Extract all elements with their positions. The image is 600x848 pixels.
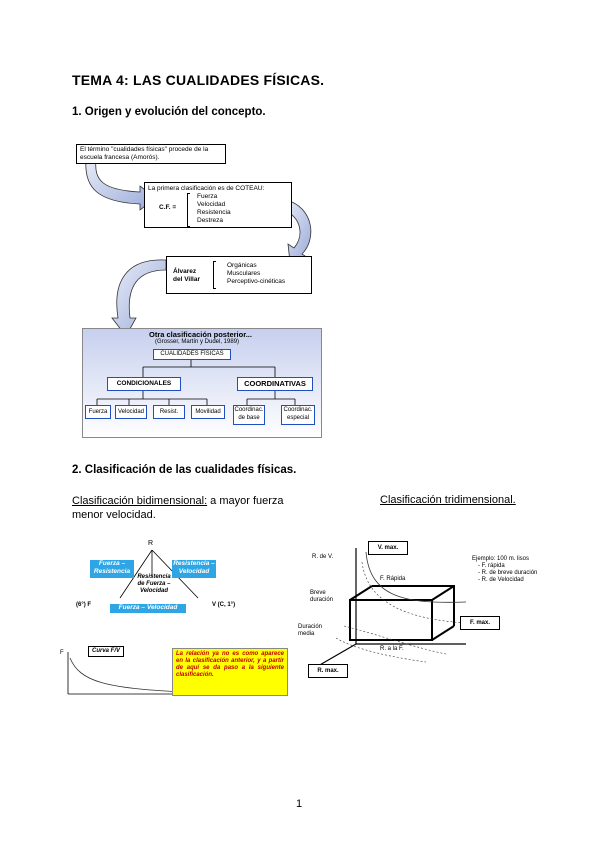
coteau-intro: La primera clasificación es de COTEAU: [148,185,265,192]
cond-item: Movilidad [191,405,225,419]
cf-label: C.F. = [159,204,177,211]
coordinativas-box: COORDINATIVAS [237,377,313,391]
origin-box-4: Otra clasificación posterior... (Grosser… [82,328,322,438]
diagram-arrows [85,159,312,337]
origin-box-3: Álvarez del Villar Orgánicas Musculares … [166,256,312,294]
example-title: Ejemplo: 100 m. lisos [472,556,530,562]
box4-title: Otra clasificación posterior... [149,330,252,339]
r-de-v-label: R. de V. [312,554,334,560]
r-vertex: R [148,540,154,547]
curved-arrow-1 [85,159,157,211]
r-max-box: R. max. [308,664,348,678]
fuerza-velocidad-box: Fuerza – Velocidad [110,604,186,613]
coord-item: Coordinac. de base [233,405,265,425]
tridimensional-title: Clasificación tridimensional. [380,494,516,506]
v-max-box: V. max. [368,541,408,555]
fv-curve-chart [67,652,184,695]
curved-arrow-3 [111,259,167,337]
cond-item: Resist. [153,405,185,419]
brace [187,193,190,227]
coteau-item: Resistencia [197,209,231,216]
f-max-box: F. max. [460,616,500,630]
box4-source: (Grosser, Martín y Dudel, 1989) [155,339,240,345]
r-a-la-f-label: R. a la F. [380,646,404,652]
page-title: TEMA 4: LAS CUALIDADES FÍSICAS. [72,72,325,88]
coteau-item: Velocidad [197,201,226,208]
tridimensional-diagram: V. max. R. de V. F. Rápida Breve duració… [296,538,566,686]
example-item: R. de Velocidad [472,577,564,584]
origin-diagram: El término "cualidades físicas" procede … [76,132,322,438]
f-rapida-label: F. Rápida [380,576,406,582]
example-box: Ejemplo: 100 m. lisos F. rápida R. de br… [472,556,564,584]
coord-item: Coordinac. especial [281,405,315,425]
example-item: R. de breve duración [472,570,564,577]
resistencia-velocidad-box: Resistencia – Velocidad [172,560,216,578]
coteau-item: Destreza [197,217,224,224]
f-axis-label: F [60,650,64,656]
note-box: La relación ya no es como aparece en la … [172,648,288,696]
bidimensional-heading: Clasificación bidimensional: a mayor fue… [72,494,302,522]
example-item: F. rápida [472,563,564,570]
bidimensional-title: Clasificación bidimensional: [72,495,208,507]
condicionales-box: CONDICIONALES [107,377,181,391]
f-vertex: (6°) F [76,602,92,608]
alvarez-item: Musculares [227,270,261,277]
cond-item: Velocidad [115,405,147,419]
section-1-heading: 1. Origen y evolución del concepto. [72,106,266,118]
duracion-media-label: Duración media [298,624,323,637]
brace [213,261,216,289]
curva-fv-label: Curva F/V [88,646,124,657]
bidimensional-diagram: R Fuerza – Resistencia Resistencia – Vel… [60,536,288,696]
section-2-heading: 2. Clasificación de las cualidades físic… [72,464,297,476]
alvarez-item: Perceptivo-cinéticas [227,278,286,285]
breve-duracion-label: Breve duración [310,590,334,603]
root-cualidades: CUALIDADES FÍSICAS [153,349,231,360]
alvarez-label: Álvarez del Villar [173,268,200,283]
page-number: 1 [296,798,303,810]
bidimensional-rest: a mayor fuerza menor velocidad. [72,495,284,521]
center-label: Resistencia de Fuerza – Velocidad [137,574,171,594]
coteau-item: Fuerza [197,193,218,200]
origin-box-1: El término "cualidades físicas" procede … [76,144,226,164]
alvarez-item: Orgánicas [227,262,257,269]
v-vertex: V (C, 1°) [212,602,236,608]
origin-box-2: La primera clasificación es de COTEAU: C… [144,182,292,228]
fuerza-resistencia-box: Fuerza – Resistencia [90,560,134,578]
cond-item: Fuerza [85,405,111,419]
